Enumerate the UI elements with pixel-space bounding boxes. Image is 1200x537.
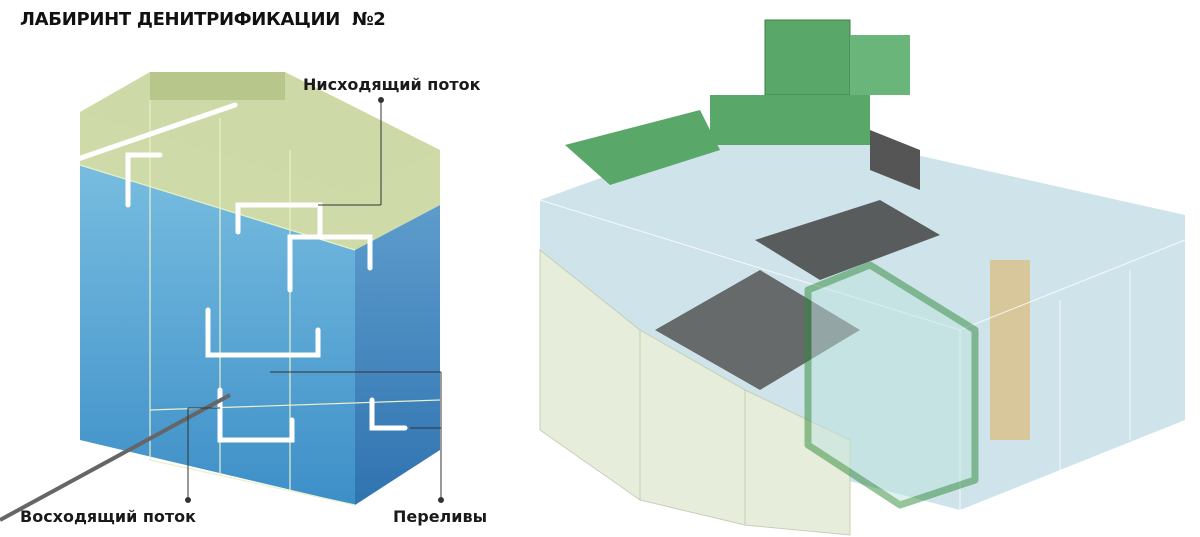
- label-upflow: Восходящий поток: [20, 507, 197, 526]
- label-downflow: Нисходящий поток: [303, 75, 481, 94]
- page-title: ЛАБИРИНТ ДЕНИТРИФИКАЦИИ №2: [20, 9, 386, 30]
- equipment-housing: [565, 110, 720, 185]
- flow-arrows: [9, 102, 408, 443]
- labyrinth-highlight-outline: [804, 261, 979, 509]
- labyrinth-diagram: [0, 72, 444, 522]
- box-front-face: [80, 165, 355, 505]
- label-overflows: Переливы: [393, 507, 488, 526]
- leader-lines: [185, 97, 444, 503]
- pipe: [0, 393, 231, 522]
- control-cabinet: [764, 19, 851, 96]
- filter-tank: [990, 260, 1030, 440]
- plant-illustration: [539, 19, 1186, 536]
